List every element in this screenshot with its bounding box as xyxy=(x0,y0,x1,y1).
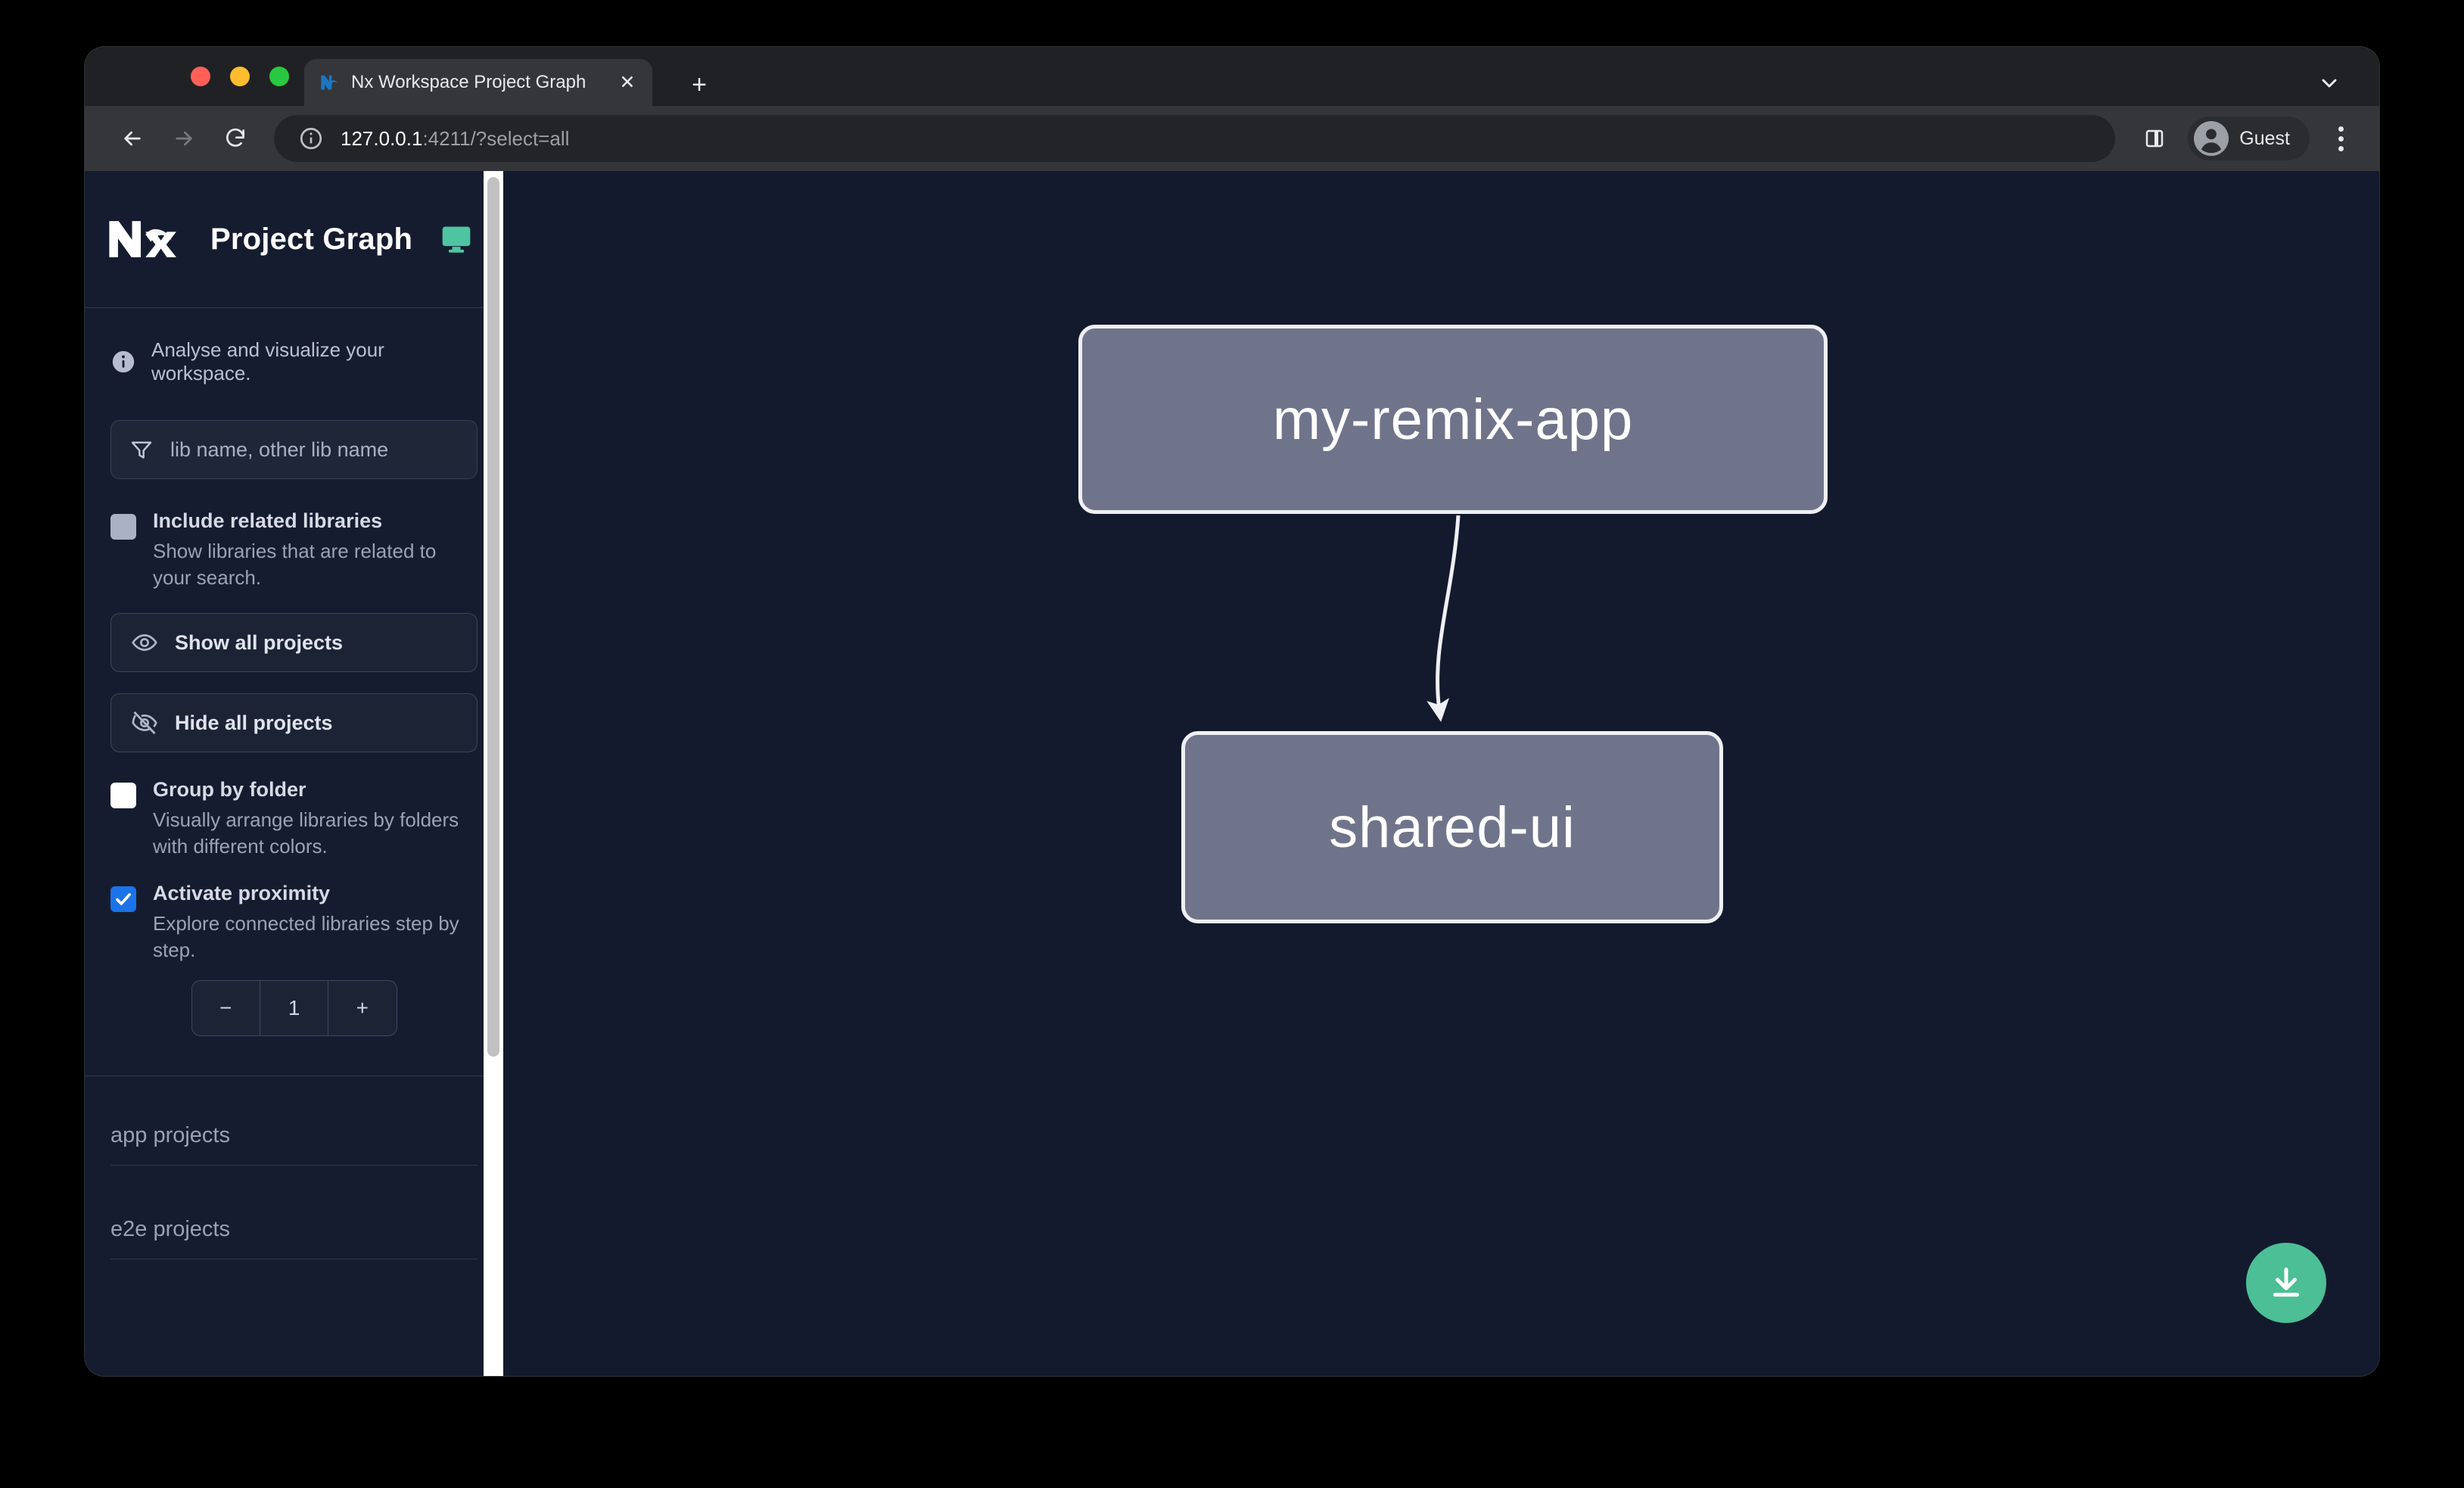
search-input[interactable] xyxy=(170,437,459,462)
sidebar: Project Graph xyxy=(85,171,503,1376)
group-by-folder-text: Group by folder Visually arrange librari… xyxy=(153,778,478,859)
side-panel-icon[interactable] xyxy=(2133,117,2176,160)
group-by-folder-label: Group by folder xyxy=(153,778,306,802)
kebab-dot xyxy=(2338,145,2344,151)
activate-proximity-description: Explore connected libraries step by step… xyxy=(153,912,459,962)
activate-proximity-text: Activate proximity Explore connected lib… xyxy=(153,882,478,963)
sidebar-divider xyxy=(85,307,503,308)
project-groups: app projects e2e projects xyxy=(85,1076,503,1259)
forward-arrow-icon[interactable] xyxy=(160,115,207,162)
sidebar-header: Project Graph xyxy=(85,171,503,307)
kebab-dot xyxy=(2338,126,2344,132)
page-title: Project Graph xyxy=(210,222,413,256)
include-related-libraries-row[interactable]: Include related libraries Show libraries… xyxy=(110,509,478,590)
download-icon xyxy=(2273,1267,2300,1297)
back-arrow-icon[interactable] xyxy=(109,115,156,162)
info-icon xyxy=(110,349,136,375)
kebab-menu-icon[interactable] xyxy=(2322,117,2360,160)
kebab-dot xyxy=(2338,135,2344,142)
activate-proximity-label: Activate proximity xyxy=(153,882,331,905)
activate-proximity-checkbox[interactable] xyxy=(110,886,136,913)
profile-name: Guest xyxy=(2239,127,2290,149)
group-header-e2e-projects[interactable]: e2e projects xyxy=(110,1203,478,1259)
info-circle-icon[interactable] xyxy=(297,124,325,153)
nx-favicon-icon xyxy=(319,72,341,93)
nx-logo xyxy=(106,216,188,263)
proximity-value: 1 xyxy=(288,995,300,1019)
url-text: 127.0.0.1:4211/?select=all xyxy=(341,127,569,151)
sidebar-scrollbar[interactable] xyxy=(484,171,503,1376)
person-avatar-icon xyxy=(2194,121,2229,156)
url-path: :4211/?select=all xyxy=(422,126,570,150)
browser-window: Nx Workspace Project Graph ✕ + xyxy=(85,47,2379,1376)
project-graph-canvas[interactable]: my-remix-app shared-ui xyxy=(503,171,2379,1376)
proximity-stepper: − 1 + xyxy=(191,979,397,1036)
include-related-libraries-text: Include related libraries Show libraries… xyxy=(153,509,478,590)
hide-all-projects-button[interactable]: Hide all projects xyxy=(110,693,478,753)
close-window-button[interactable] xyxy=(191,67,210,86)
hide-all-projects-label: Hide all projects xyxy=(175,711,333,734)
workspace-note: Analyse and visualize your workspace. xyxy=(85,308,503,416)
include-related-libraries-label: Include related libraries xyxy=(153,509,383,532)
chevron-down-icon[interactable] xyxy=(2313,67,2346,100)
eye-slash-icon xyxy=(131,709,158,736)
traffic-lights xyxy=(191,67,289,86)
group-by-folder-description: Visually arrange libraries by folders wi… xyxy=(153,808,459,858)
graph-node-label: my-remix-app xyxy=(1272,387,1634,452)
graph-edge-my-remix-app-to-shared-ui xyxy=(1426,515,1461,722)
tab-strip: Nx Workspace Project Graph ✕ + xyxy=(85,47,2379,106)
workspace-note-text: Analyse and visualize your workspace. xyxy=(151,338,384,384)
profile-button[interactable]: Guest xyxy=(2188,117,2310,160)
download-graph-button[interactable] xyxy=(2246,1243,2326,1323)
browser-toolbar: 127.0.0.1:4211/?select=all Guest xyxy=(85,106,2379,171)
activate-proximity-row[interactable]: Activate proximity Explore connected lib… xyxy=(110,882,478,963)
proximity-decrement-button[interactable]: − xyxy=(219,995,232,1019)
maximize-window-button[interactable] xyxy=(269,67,289,86)
tab-title: Nx Workspace Project Graph xyxy=(351,72,586,92)
graph-node-my-remix-app[interactable]: my-remix-app xyxy=(1078,325,1828,514)
page-content: Project Graph xyxy=(85,171,2379,1376)
reload-icon[interactable] xyxy=(212,115,259,162)
show-all-projects-label: Show all projects xyxy=(175,630,344,654)
monitor-icon[interactable] xyxy=(440,223,473,256)
proximity-increment-button[interactable]: + xyxy=(356,995,369,1019)
group-by-folder-row[interactable]: Group by folder Visually arrange librari… xyxy=(110,778,478,859)
address-bar[interactable]: 127.0.0.1:4211/?select=all xyxy=(274,115,2116,162)
include-related-libraries-checkbox[interactable] xyxy=(110,514,136,540)
browser-tab[interactable]: Nx Workspace Project Graph ✕ xyxy=(304,59,652,106)
group-header-app-projects[interactable]: app projects xyxy=(110,1110,478,1166)
graph-node-label: shared-ui xyxy=(1329,795,1576,860)
include-related-libraries-description: Show libraries that are related to your … xyxy=(153,540,437,589)
filter-field[interactable] xyxy=(110,420,478,479)
funnel-icon xyxy=(129,437,154,462)
sidebar-body: Include related libraries Show libraries… xyxy=(85,416,503,1036)
graph-node-shared-ui[interactable]: shared-ui xyxy=(1181,731,1723,923)
show-all-projects-button[interactable]: Show all projects xyxy=(110,613,478,673)
sidebar-scrollbar-thumb[interactable] xyxy=(487,177,499,1057)
close-tab-button[interactable]: ✕ xyxy=(619,71,636,93)
eye-icon xyxy=(131,629,158,656)
group-by-folder-checkbox[interactable] xyxy=(110,783,136,809)
url-host: 127.0.0.1 xyxy=(341,126,423,150)
minimize-window-button[interactable] xyxy=(230,67,250,86)
new-tab-button[interactable]: + xyxy=(692,70,707,99)
